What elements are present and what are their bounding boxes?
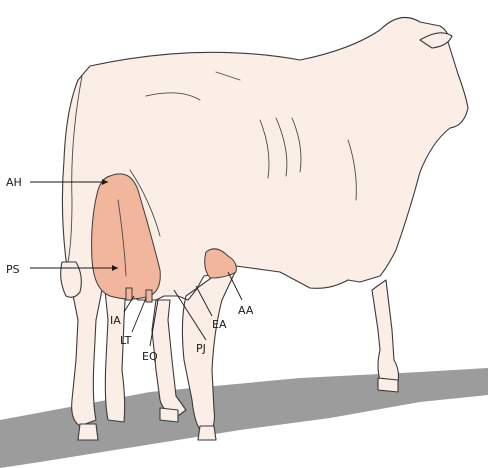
label-LT: LT bbox=[120, 334, 132, 347]
tail-tuft bbox=[61, 262, 82, 297]
label-PS: PS bbox=[6, 263, 20, 276]
hoof-hind bbox=[78, 424, 98, 440]
label-IA: IA bbox=[110, 314, 121, 327]
label-AA: AA bbox=[238, 304, 254, 317]
rear-teat-left bbox=[126, 288, 132, 300]
label-PJ: PJ bbox=[196, 342, 206, 355]
label-EA: EA bbox=[212, 318, 227, 331]
label-AH: AH bbox=[6, 176, 22, 189]
leader-AA bbox=[228, 272, 242, 300]
hoof-hind-2 bbox=[160, 408, 178, 422]
far-hind-leg bbox=[104, 280, 126, 422]
leader-LT bbox=[132, 298, 146, 332]
far-front-leg bbox=[372, 280, 399, 382]
rear-teat-right bbox=[146, 290, 152, 302]
hoof-far-front bbox=[378, 378, 398, 392]
label-EQ: EQ bbox=[142, 350, 158, 363]
hoof-front-left bbox=[198, 426, 216, 440]
